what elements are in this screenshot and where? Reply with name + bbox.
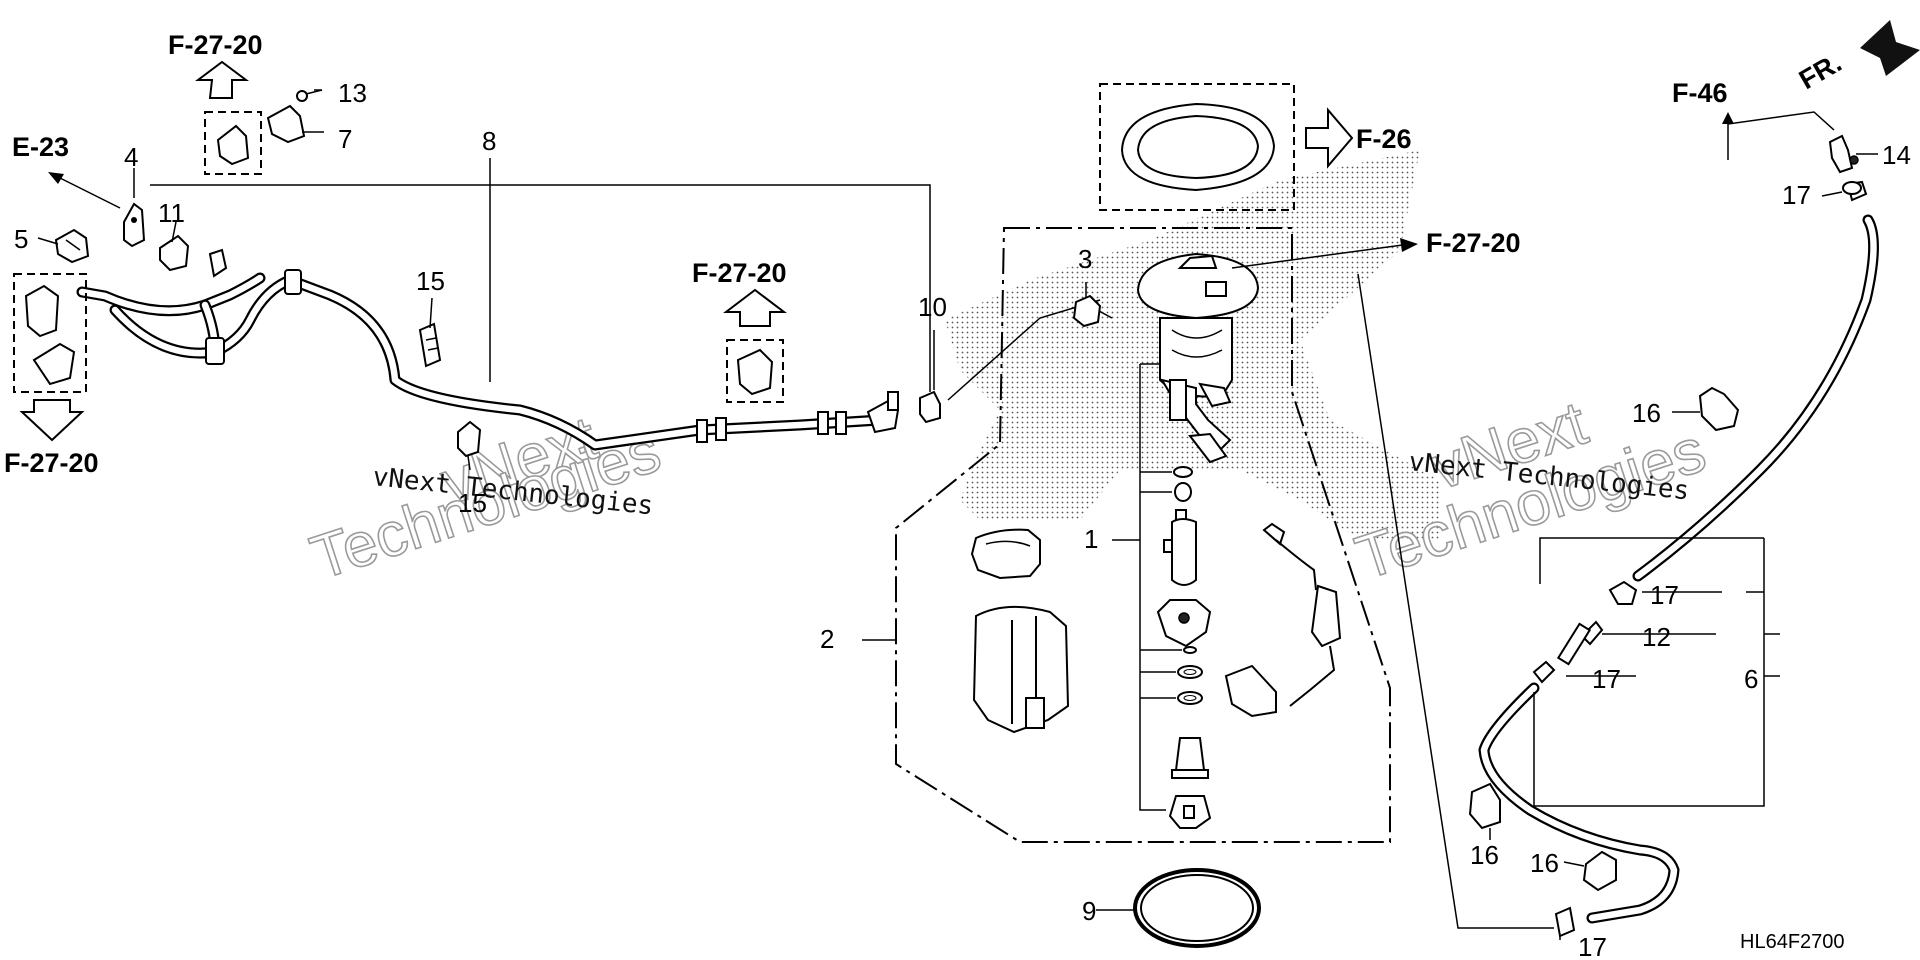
callout-16-right: 16 — [1632, 398, 1661, 428]
leader-lines-left — [37, 89, 1101, 471]
clamp-16-right-icon — [1698, 386, 1740, 432]
fuel-pump-module-icon — [1136, 252, 1260, 464]
ref-f27-20-top-left: F-27-20 — [168, 30, 263, 60]
callout-16-lower-left: 16 — [1470, 840, 1499, 870]
front-direction-arrow-icon — [1860, 20, 1920, 76]
ref-f27-20-center: F-27-20 — [692, 258, 787, 288]
reference-box-f26 — [1099, 83, 1354, 211]
callout-1: 1 — [1084, 524, 1098, 554]
ref-f26: F-26 — [1356, 124, 1412, 154]
callout-15-lower: 15 — [458, 488, 487, 518]
clip-11-icon — [159, 234, 228, 278]
callout-6: 6 — [1744, 664, 1758, 694]
clamp-16-lower-right-icon — [1582, 850, 1617, 892]
reference-labels: F-27-20 F-27-20 F-27-20 F-27-20 E-23 F-2… — [4, 30, 1847, 953]
callout-5: 5 — [14, 224, 28, 254]
ref-f46: F-46 — [1672, 78, 1728, 108]
diagram-code: HL64F2700 — [1740, 931, 1845, 953]
fitting-14-icon — [1828, 134, 1868, 202]
callout-17-top: 17 — [1782, 180, 1811, 210]
arrow-f27-20 — [1400, 238, 1418, 252]
pump-parts-column — [1156, 466, 1212, 829]
clamp-16-lower-left-icon — [1468, 782, 1501, 830]
assembly-outline — [895, 227, 1391, 843]
callout-13: 13 — [338, 78, 367, 108]
vent-hose-line — [1478, 214, 1879, 924]
callout-2: 2 — [820, 624, 834, 654]
leader-lines-right — [1357, 111, 1878, 940]
callout-12: 12 — [1642, 622, 1671, 652]
callout-labels: 1 2 3 4 5 6 7 8 9 10 11 12 13 14 15 15 1… — [14, 78, 1911, 960]
reference-box-center — [723, 288, 787, 403]
callout-11: 11 — [158, 198, 185, 228]
callout-7: 7 — [338, 124, 352, 154]
reservoir-cup-icon — [970, 528, 1070, 734]
fuel-level-sender-icon — [1224, 522, 1342, 718]
callout-17-mid-upper: 17 — [1650, 580, 1679, 610]
reference-box-left — [13, 273, 87, 442]
callout-9: 9 — [1082, 896, 1096, 926]
callout-17-bottom: 17 — [1578, 932, 1607, 960]
clamp-15-lower-icon — [457, 420, 482, 458]
callout-8: 8 — [482, 126, 496, 156]
clamp-17-bottom-icon — [1554, 906, 1576, 938]
pressure-regulator-3-icon — [1072, 294, 1102, 328]
ref-f27-20-right: F-27-20 — [1426, 228, 1521, 258]
callout-16-lower-right: 16 — [1530, 848, 1559, 878]
clip-7-icon — [266, 89, 323, 144]
leader-item-1 — [1112, 363, 1182, 811]
ref-e23: E-23 — [12, 132, 69, 162]
direction-label: FR. — [1794, 47, 1847, 95]
clamp-17-top-icon — [1608, 580, 1638, 605]
gasket-ring-icon — [1133, 868, 1261, 948]
fuel-feed-line — [76, 269, 900, 451]
reference-box-top-left — [195, 60, 262, 175]
clip-5-icon — [54, 228, 90, 264]
callout-4: 4 — [124, 142, 138, 172]
callout-3: 3 — [1078, 244, 1092, 274]
clamp-15-upper-icon — [418, 322, 442, 368]
callout-10: 10 — [918, 292, 947, 322]
ref-f27-20-left: F-27-20 — [4, 448, 99, 478]
clamp-10-icon — [919, 390, 941, 424]
callout-14: 14 — [1882, 140, 1911, 170]
callout-17-mid-lower: 17 — [1592, 664, 1621, 694]
clip-4-icon — [123, 202, 146, 248]
callout-15-upper: 15 — [416, 266, 445, 296]
arrow-e23 — [55, 175, 121, 209]
leader-lines-center — [862, 243, 1411, 911]
